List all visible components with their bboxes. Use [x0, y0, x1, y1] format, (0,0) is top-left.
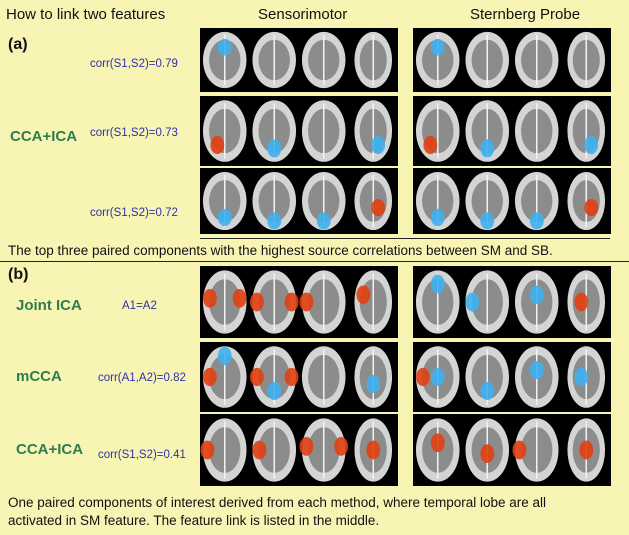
activation-blob-blue — [480, 139, 495, 158]
activation-blob-hot — [284, 367, 299, 387]
brain-strip-b2-sm — [200, 342, 398, 412]
panel-a-method: CCA+ICA — [10, 128, 78, 145]
panel-a-divider — [200, 238, 610, 239]
activation-blob-hot — [579, 440, 594, 460]
activation-blob-blue — [316, 212, 331, 230]
panel-separator — [0, 261, 629, 262]
activation-blob-blue — [529, 212, 544, 230]
activation-blob-blue — [371, 135, 386, 155]
panel-a-label: (a) — [8, 36, 28, 53]
activation-blob-hot — [574, 292, 589, 312]
brain-slices-svg — [415, 270, 606, 334]
brain-slices-svg — [202, 31, 393, 89]
brain-slices-svg — [202, 100, 393, 162]
activation-blob-blue — [584, 135, 599, 155]
activation-blob-blue — [217, 346, 232, 366]
activation-blob-hot — [584, 199, 599, 217]
activation-blob-hot — [299, 292, 314, 312]
activation-blob-blue — [366, 374, 381, 394]
activation-blob-hot — [210, 135, 225, 155]
activation-blob-blue — [267, 212, 282, 230]
brain-strip-b1-sb — [413, 266, 611, 338]
activation-blob-blue — [529, 360, 544, 380]
activation-blob-blue — [430, 274, 445, 294]
activation-blob-hot — [430, 433, 445, 453]
activation-blob-hot — [366, 440, 381, 460]
activation-blob-hot — [200, 440, 215, 460]
activation-blob-hot — [356, 285, 371, 305]
column-header-method: How to link two features — [6, 6, 166, 23]
brain-strip-b3-sm — [200, 414, 398, 486]
activation-blob-blue — [480, 381, 495, 401]
activation-blob-hot — [249, 367, 264, 387]
activation-blob-blue — [430, 38, 445, 56]
activation-blob-hot — [371, 199, 386, 217]
panel-a-row1-link: corr(S1,S2)=0.79 — [90, 58, 178, 70]
activation-blob-hot — [284, 292, 299, 312]
panel-b-row1-link: A1=A2 — [122, 300, 157, 312]
brain-strip-b2-sb — [413, 342, 611, 412]
panel-b-row1-method: Joint ICA — [16, 297, 82, 314]
panel-b-caption-line2: activated in SM feature. The feature lin… — [8, 513, 380, 528]
activation-blob-blue — [574, 367, 589, 387]
panel-b-row3-link: corr(S1,S2)=0.41 — [98, 449, 186, 461]
panel-b-row2-method: mCCA — [16, 368, 62, 385]
brain-strip-a3-sm — [200, 168, 398, 234]
activation-blob-hot — [480, 444, 495, 463]
activation-blob-blue — [267, 381, 282, 401]
brain-strip-b1-sm — [200, 266, 398, 338]
panel-b-row3-method: CCA+ICA — [16, 441, 84, 458]
brain-strip-a3-sb — [413, 168, 611, 234]
activation-blob-hot — [423, 135, 438, 155]
brain-slices-svg — [415, 100, 606, 162]
activation-blob-hot — [202, 289, 217, 308]
brain-strip-a1-sm — [200, 28, 398, 92]
panel-a-row3-link: corr(S1,S2)=0.72 — [90, 207, 178, 219]
activation-blob-blue — [430, 208, 445, 227]
activation-blob-blue — [465, 292, 480, 312]
panel-b-label: (b) — [8, 266, 29, 283]
brain-slices-svg — [202, 270, 393, 334]
activation-blob-hot — [232, 289, 247, 308]
column-header-sternberg: Sternberg Probe — [470, 6, 581, 23]
brain-slices-svg — [415, 346, 606, 408]
activation-blob-blue — [217, 208, 232, 227]
brain-slices-svg — [200, 418, 393, 482]
panel-a-caption: The top three paired components with the… — [8, 243, 553, 258]
activation-blob-blue — [267, 139, 282, 158]
activation-blob-hot — [415, 367, 430, 387]
brain-slices-svg — [415, 418, 606, 482]
activation-blob-hot — [202, 367, 217, 387]
brain-strip-a1-sb — [413, 28, 611, 92]
activation-blob-hot — [334, 437, 349, 456]
activation-blob-blue — [480, 212, 495, 230]
activation-blob-hot — [249, 292, 264, 312]
brain-strip-a2-sm — [200, 96, 398, 166]
panel-a-row2-link: corr(S1,S2)=0.73 — [90, 127, 178, 139]
activation-blob-blue — [430, 367, 445, 387]
activation-blob-hot — [512, 440, 527, 460]
brain-slices-svg — [202, 346, 393, 408]
brain-slices-svg — [415, 171, 606, 231]
activation-blob-hot — [299, 437, 314, 456]
panel-b-row2-link: corr(A1,A2)=0.82 — [98, 372, 186, 384]
activation-blob-hot — [252, 440, 267, 460]
brain-strip-a2-sb — [413, 96, 611, 166]
column-header-sensorimotor: Sensorimotor — [258, 6, 348, 23]
brain-strip-b3-sb — [413, 414, 611, 486]
brain-slices-svg — [202, 171, 393, 231]
activation-blob-blue — [529, 285, 544, 305]
activation-blob-blue — [217, 38, 232, 56]
panel-b-caption-line1: One paired components of interest derive… — [8, 495, 547, 510]
brain-slices-svg — [415, 31, 606, 89]
